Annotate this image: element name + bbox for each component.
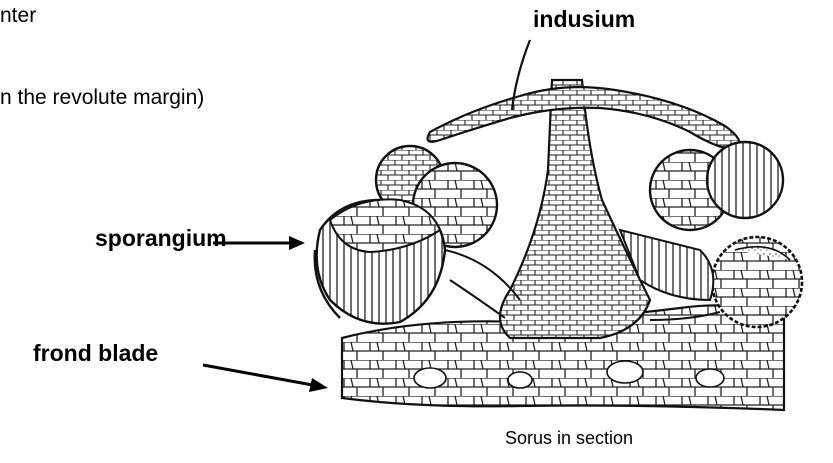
frond-blade-arrow (203, 365, 328, 392)
left-sporangia (315, 146, 520, 324)
receptacle-column (500, 80, 650, 338)
sporangium-arrow (213, 236, 305, 250)
figure-caption: Sorus in section (505, 428, 633, 449)
